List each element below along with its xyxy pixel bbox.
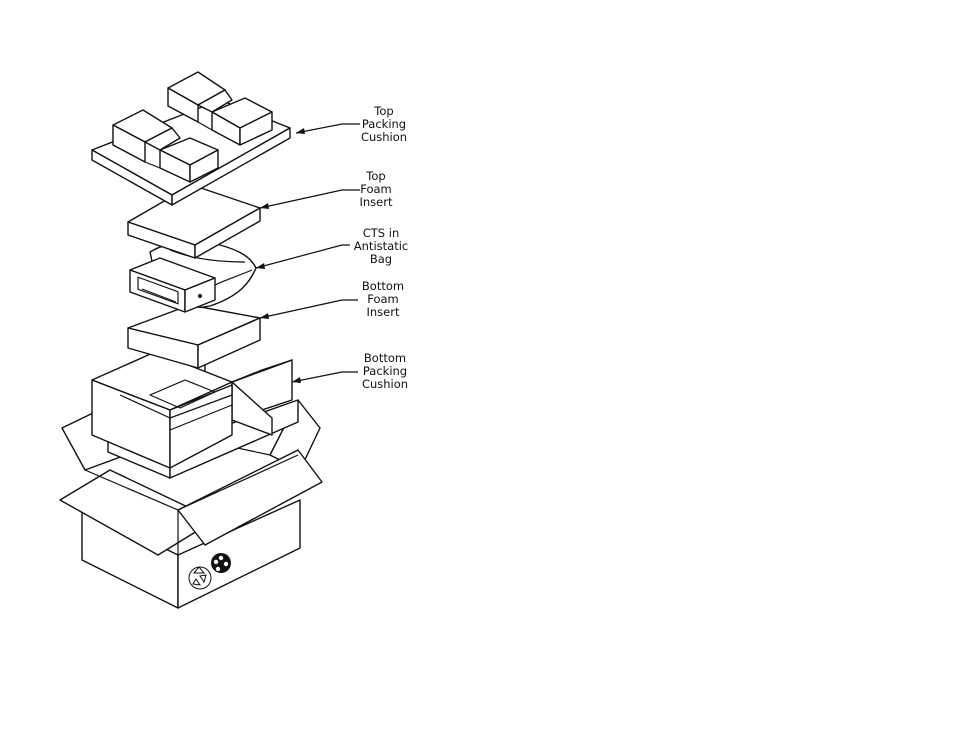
callout-leaders: [256, 124, 360, 383]
label-line: Bag: [370, 252, 392, 266]
label-line: Antistatic: [354, 239, 408, 253]
label-line: Bottom: [364, 351, 406, 365]
label-top-packing-cushion: Top Packing Cushion: [361, 104, 407, 144]
label-line: Packing: [362, 117, 406, 131]
bottom-packing-cushion: [92, 350, 298, 478]
label-line: Top: [365, 169, 385, 183]
label-line: Foam: [367, 292, 399, 306]
film-reel-icon: [211, 553, 231, 573]
label-line: Cushion: [361, 130, 407, 144]
label-line: Insert: [367, 305, 400, 319]
label-line: Bottom: [362, 279, 404, 293]
top-packing-cushion: [92, 72, 290, 205]
label-line: Foam: [360, 182, 392, 196]
label-bottom-foam-insert: Bottom Foam Insert: [362, 279, 404, 319]
label-line: Insert: [360, 195, 393, 209]
label-line: Packing: [363, 364, 407, 378]
label-cts-in-antistatic-bag: CTS in Antistatic Bag: [354, 226, 408, 266]
top-foam-insert: [128, 185, 260, 258]
label-bottom-packing-cushion: Bottom Packing Cushion: [362, 351, 408, 391]
label-line: Cushion: [362, 377, 408, 391]
label-top-foam-insert: Top Foam Insert: [360, 169, 393, 209]
label-line: CTS in: [363, 226, 400, 240]
label-line: Top: [373, 104, 393, 118]
